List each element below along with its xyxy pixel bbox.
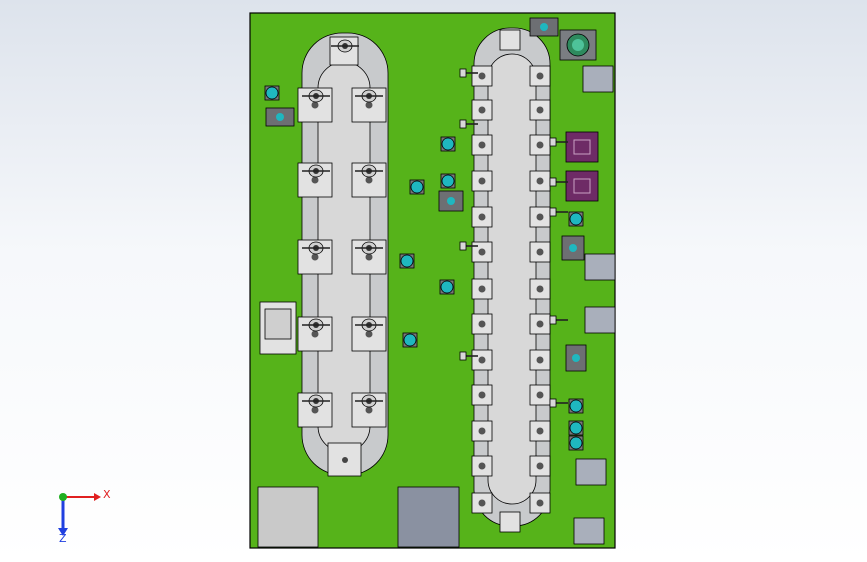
right-station-a-9-pin <box>478 391 486 399</box>
side-cabinet-1 <box>584 253 616 281</box>
right-station-b-8-pin <box>536 356 544 364</box>
right-station-b-12-pin <box>536 499 544 507</box>
valve-block-port-0 <box>276 113 284 121</box>
valve-block-port-1 <box>447 197 455 205</box>
right-station-a-3-pin <box>478 177 486 185</box>
right-station-b-6-pin <box>536 285 544 293</box>
teal-actuator-4 <box>441 137 455 151</box>
left-station-a-0-pin <box>311 101 319 109</box>
left-station-a-3-pin <box>311 330 319 338</box>
right-station-a-8-pin <box>478 356 486 364</box>
gripper-head-0 <box>459 68 467 78</box>
right-station-b-3-pin <box>536 177 544 185</box>
right-station-a-1-pin <box>478 106 486 114</box>
right-station-b-5-pin <box>536 248 544 256</box>
teal-actuator-5 <box>441 174 455 188</box>
triad-x-arrow <box>94 493 101 501</box>
purple-module-0 <box>565 131 599 163</box>
right-station-a-0-pin <box>478 72 486 80</box>
side-cabinet-4 <box>573 517 605 545</box>
left-station-a-1-pin <box>311 176 319 184</box>
valve-block-port-3 <box>572 354 580 362</box>
right-bottom-unit <box>499 511 521 533</box>
left-bottom-pin <box>342 457 348 463</box>
right-loop-inner <box>487 53 537 505</box>
right-station-a-7-pin <box>478 320 486 328</box>
left-station-b-4-pin <box>365 406 373 414</box>
purple-module-frame-0 <box>573 139 591 155</box>
teal-actuator-7 <box>569 212 583 226</box>
bottom-cabinet-left <box>257 486 319 548</box>
right-station-a-10-pin <box>478 427 486 435</box>
right-station-a-2-pin <box>478 141 486 149</box>
gripper-head-4 <box>549 137 557 147</box>
right-station-b-9-pin <box>536 391 544 399</box>
gripper-head-1 <box>459 119 467 129</box>
gripper-head-7 <box>549 315 557 325</box>
teal-actuator-0 <box>265 86 279 100</box>
gripper-head-5 <box>549 177 557 187</box>
right-station-a-12-pin <box>478 499 486 507</box>
teal-actuator-10 <box>569 436 583 450</box>
rotary-unit-hub <box>572 39 584 51</box>
left-station-b-1-pin <box>365 176 373 184</box>
control-panel-screen <box>264 308 292 340</box>
triad-z-arrow <box>58 528 68 536</box>
triad-origin <box>59 493 67 501</box>
right-station-a-4-pin <box>478 213 486 221</box>
purple-module-1 <box>565 170 599 202</box>
valve-block-port-4 <box>540 23 548 31</box>
right-station-b-2-pin <box>536 141 544 149</box>
right-station-a-5-pin <box>478 248 486 256</box>
left-station-b-3-pin <box>365 330 373 338</box>
side-cabinet-2 <box>584 306 616 334</box>
gripper-head-8 <box>549 398 557 408</box>
teal-actuator-3 <box>403 333 417 347</box>
right-station-a-6-pin <box>478 285 486 293</box>
left-station-b-0-pin <box>365 101 373 109</box>
valve-block-port-2 <box>569 244 577 252</box>
purple-module-frame-1 <box>573 178 591 194</box>
teal-actuator-9 <box>569 421 583 435</box>
right-station-b-7-pin <box>536 320 544 328</box>
right-station-b-10-pin <box>536 427 544 435</box>
triad-x-label: X <box>103 488 111 501</box>
left-station-a-4-pin <box>311 406 319 414</box>
gripper-head-6 <box>549 207 557 217</box>
right-station-a-11-pin <box>478 462 486 470</box>
teal-actuator-8 <box>569 399 583 413</box>
teal-actuator-1 <box>410 180 424 194</box>
gripper-head-2 <box>459 241 467 251</box>
teal-actuator-2 <box>400 254 414 268</box>
left-station-b-2-pin <box>365 253 373 261</box>
teal-actuator-6 <box>440 280 454 294</box>
right-station-b-1-pin <box>536 106 544 114</box>
bottom-cabinet-center <box>397 486 460 548</box>
side-cabinet-3 <box>575 458 607 486</box>
left-station-a-2-pin <box>311 253 319 261</box>
side-cabinet-0 <box>582 65 614 93</box>
right-station-b-4-pin <box>536 213 544 221</box>
right-station-b-11-pin <box>536 462 544 470</box>
right-station-b-0-pin <box>536 72 544 80</box>
triad-z-label: Z <box>59 532 67 545</box>
gripper-head-3 <box>459 351 467 361</box>
coordinate-triad-icon: X Z <box>58 488 111 545</box>
right-top-unit <box>499 29 521 51</box>
